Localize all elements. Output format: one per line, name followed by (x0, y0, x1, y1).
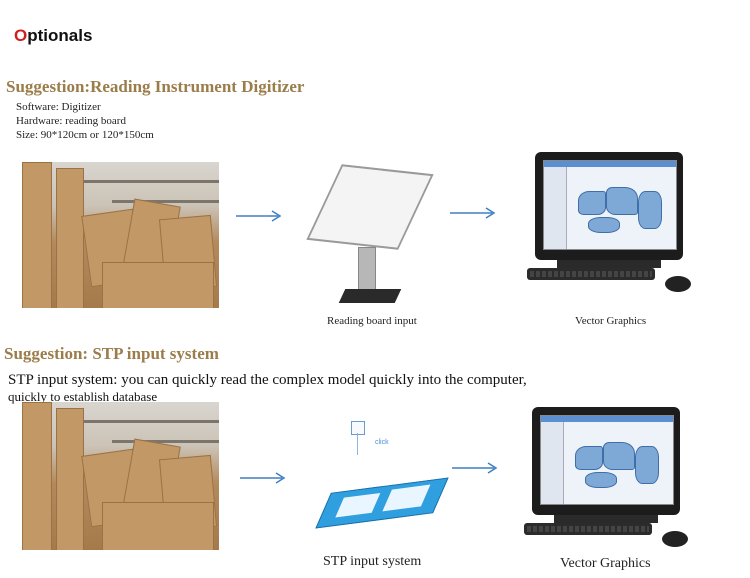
spec-hardware: Hardware: reading board (16, 115, 126, 127)
stp-input-device-image: click (305, 415, 455, 535)
computer-monitor-image (525, 152, 695, 297)
page-heading-rest: ptionals (27, 26, 93, 45)
computer-monitor-image (522, 407, 692, 552)
reading-board-image (300, 164, 440, 310)
arrow-right-icon (452, 462, 498, 474)
cardboard-patterns-photo (22, 402, 219, 550)
arrow-right-icon (450, 207, 496, 219)
spec-size: Size: 90*120cm or 120*150cm (16, 129, 154, 141)
caption-vector-graphics-1: Vector Graphics (575, 315, 647, 327)
caption-stp-input-system: STP input system (323, 554, 422, 569)
spec-software: Software: Digitizer (16, 101, 101, 113)
page-heading: Optionals (14, 26, 92, 46)
arrow-right-icon (236, 210, 282, 222)
section1-specs: Software: Digitizer Hardware: reading bo… (16, 100, 154, 142)
section1-title: Suggestion:Reading Instrument Digitizer (6, 77, 305, 96)
section2-desc-line1: STP input system: you can quickly read t… (8, 372, 527, 388)
camera-icon (351, 421, 365, 435)
section2-title: Suggestion: STP input system (4, 344, 219, 363)
caption-reading-board: Reading board input (327, 315, 417, 327)
page-heading-first-letter: O (14, 26, 28, 45)
cardboard-patterns-photo (22, 162, 219, 308)
arrow-right-icon (240, 472, 286, 484)
caption-vector-graphics-2: Vector Graphics (560, 556, 651, 571)
click-label: click (375, 439, 389, 446)
section2-desc-line2: quickly to establish database (8, 389, 158, 404)
